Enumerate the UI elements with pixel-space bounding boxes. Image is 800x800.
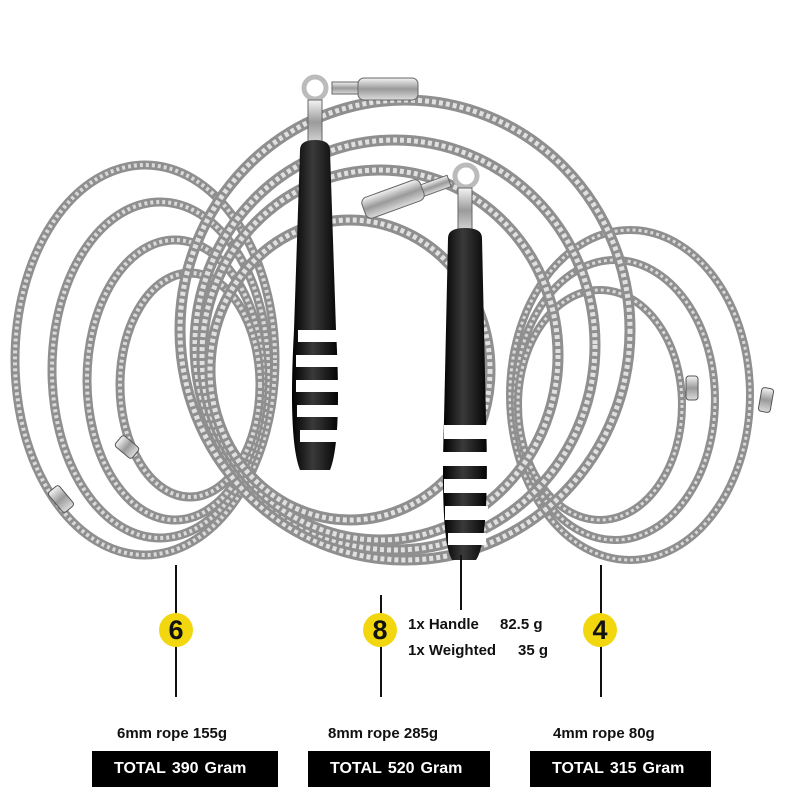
total-value: 520 [387, 760, 415, 777]
rope-name: 4mm rope [553, 725, 625, 742]
rope-coil-6mm [10, 160, 280, 560]
handle-label: 1x Handle [408, 616, 479, 633]
handle-weight: 82.5 g [500, 616, 543, 633]
handle-right [361, 162, 489, 560]
handle-weight-row: 1x Handle 82.5 g [408, 616, 543, 633]
rope-name: 6mm rope [117, 725, 189, 742]
rope-weight: 155g [192, 725, 228, 742]
total-bar-8mm: TOTAL 520 Gram [308, 751, 490, 787]
total-prefix: TOTAL [552, 760, 604, 777]
weighted-weight-row: 1x Weighted 35 g [408, 642, 548, 659]
cable-end-cap-icon [48, 435, 140, 513]
rope-label-8mm: 8mm rope 285g [328, 725, 438, 742]
total-unit: Gram [420, 760, 463, 777]
rope-coil-8mm [174, 94, 636, 566]
rope-weight: 285g [403, 725, 439, 742]
total-value: 315 [609, 760, 637, 777]
rope-size-badge-8mm: 8 [363, 613, 397, 647]
cable-end-cap-icon [685, 375, 775, 413]
rope-size-badge-6mm: 6 [159, 613, 193, 647]
rope-label-4mm: 4mm rope 80g [553, 725, 655, 742]
total-value: 390 [171, 760, 199, 777]
rope-label-6mm: 6mm rope 155g [117, 725, 227, 742]
total-prefix: TOTAL [114, 760, 166, 777]
total-unit: Gram [204, 760, 247, 777]
handle-left [292, 74, 419, 470]
indicator-line-handle [460, 555, 462, 610]
total-prefix: TOTAL [330, 760, 382, 777]
rope-size-badge-4mm: 4 [583, 613, 617, 647]
total-bar-4mm: TOTAL 315 Gram [530, 751, 711, 787]
total-bar-6mm: TOTAL 390 Gram [92, 751, 278, 787]
rope-name: 8mm rope [328, 725, 400, 742]
total-unit: Gram [642, 760, 685, 777]
weighted-label: 1x Weighted [408, 642, 497, 659]
rope-weight: 80g [628, 725, 655, 742]
weighted-weight: 35 g [518, 642, 549, 659]
